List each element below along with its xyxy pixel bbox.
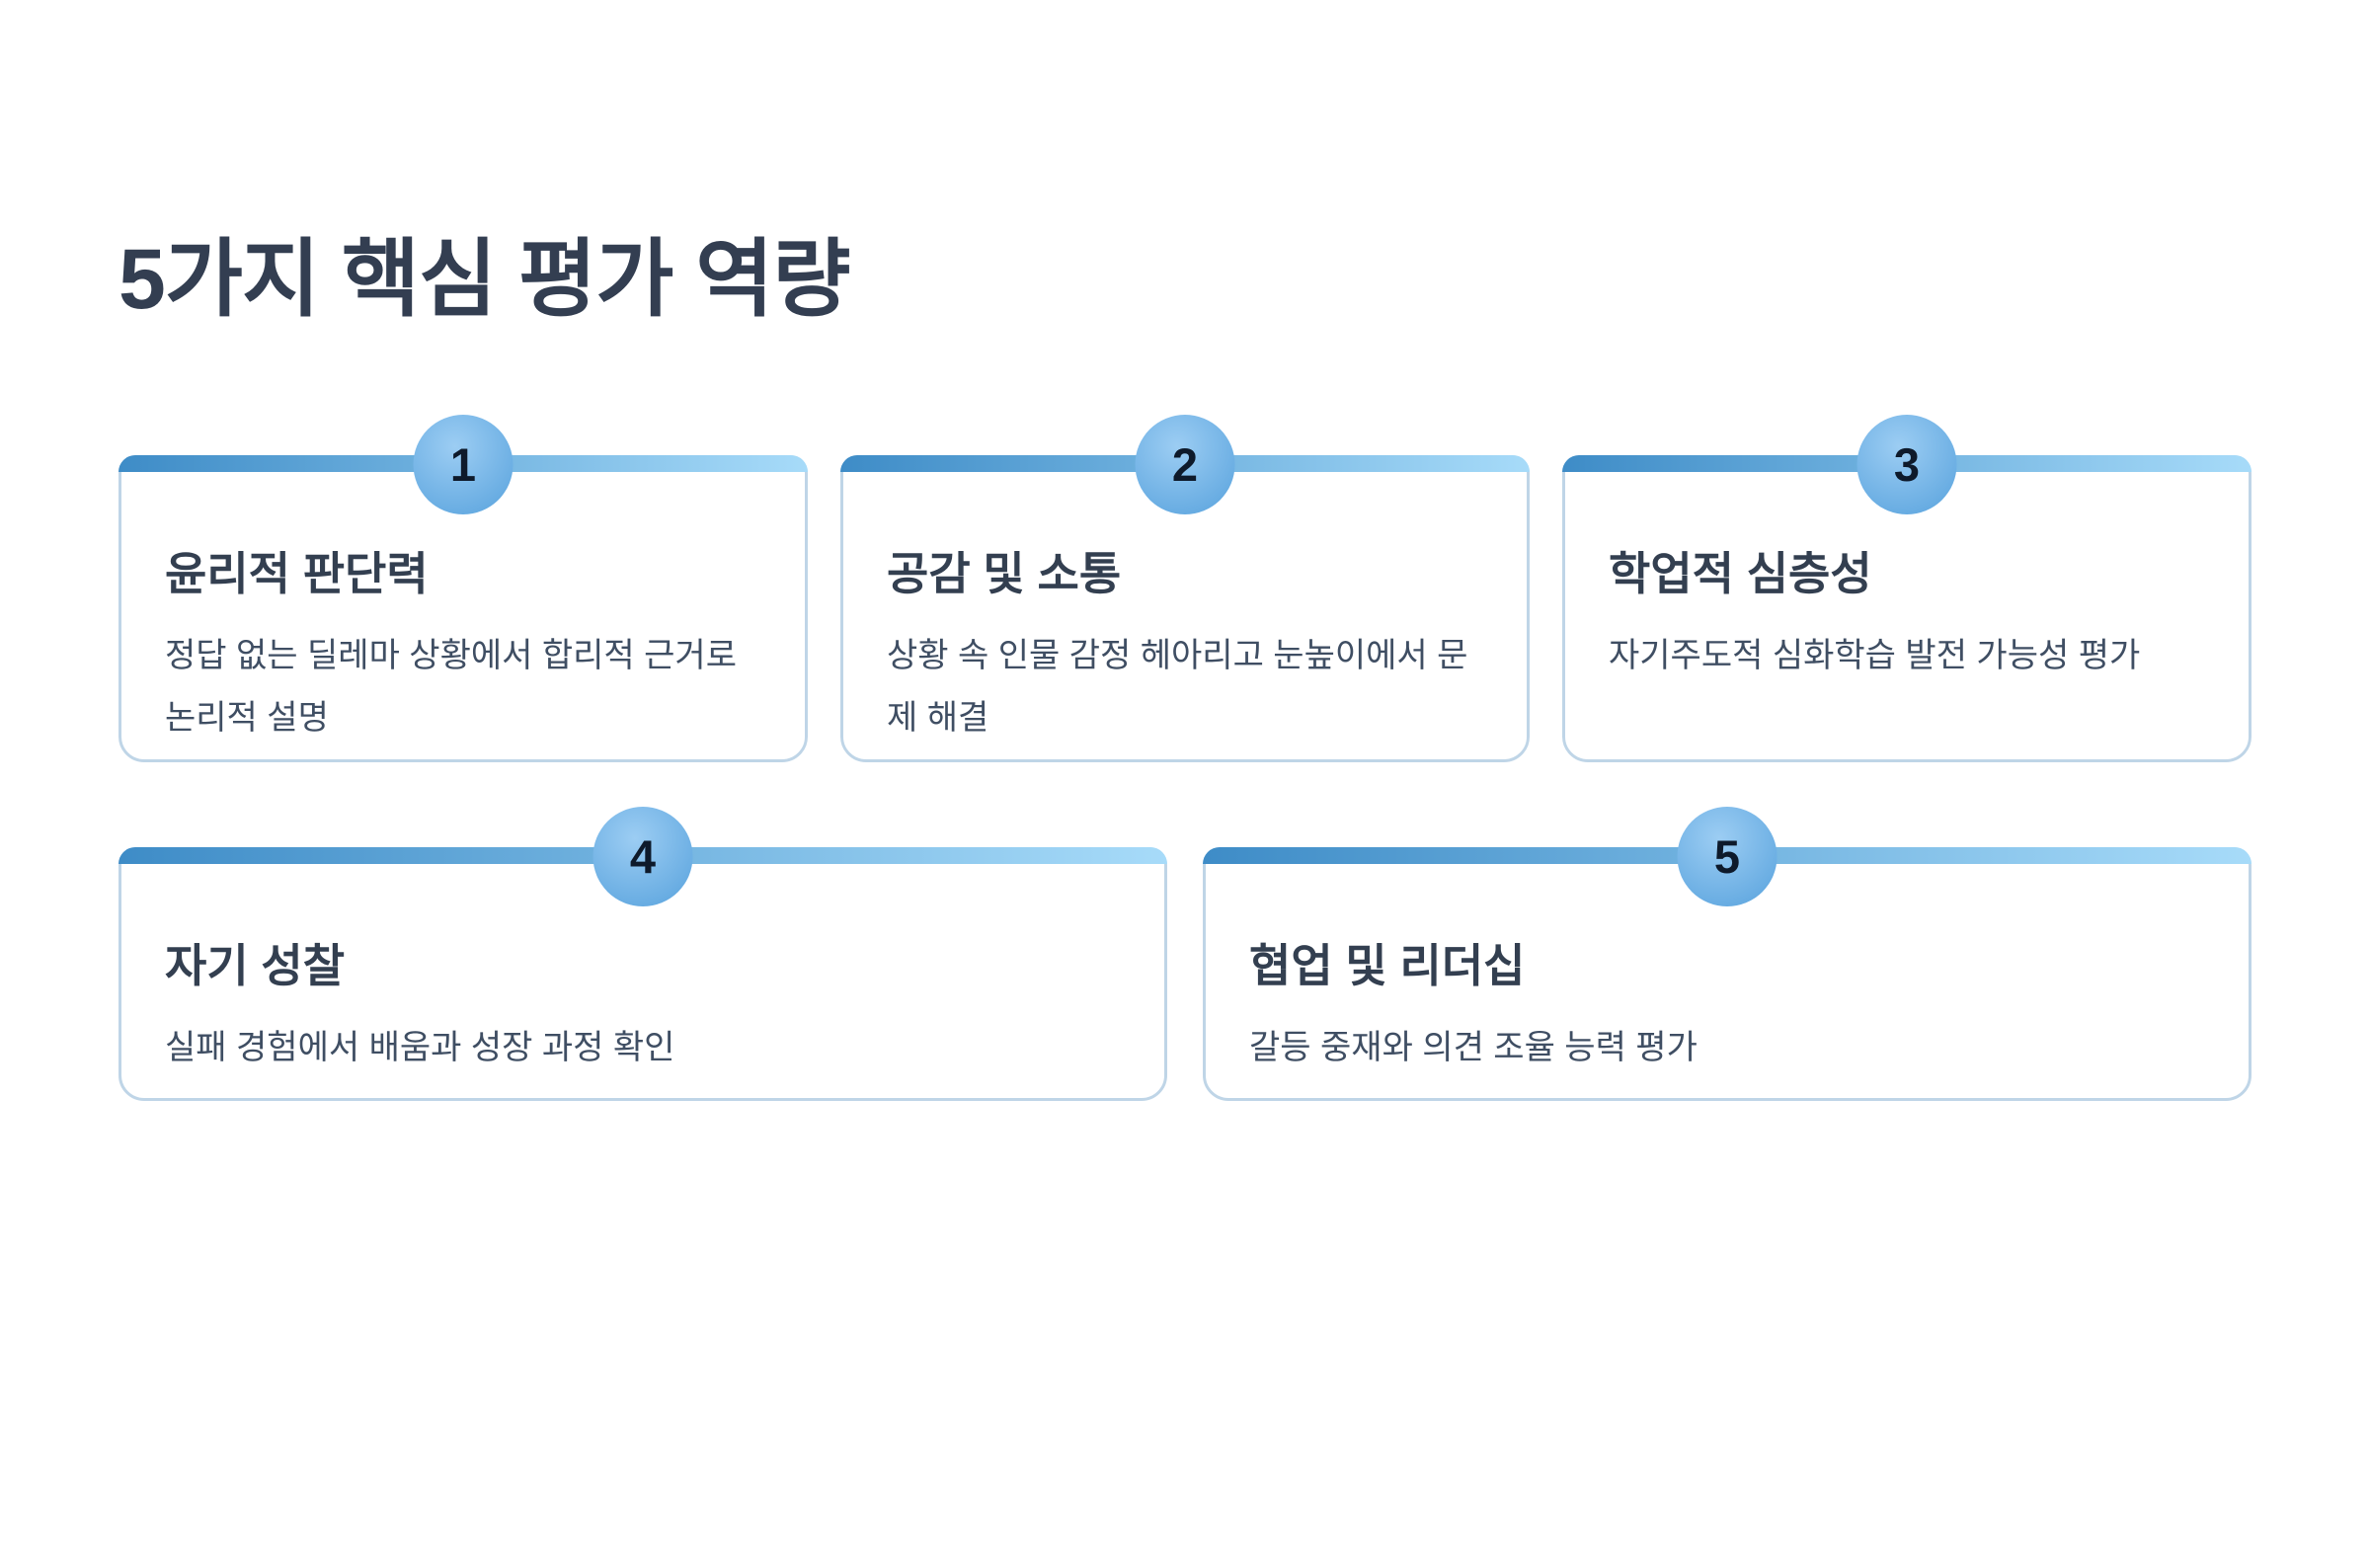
card-description: 자기주도적 심화학습 발전 가능성 평가: [1609, 637, 2141, 675]
badge-number: 4: [629, 830, 657, 884]
cards-row-top: 1 윤리적 판단력 정답 없는 딜레마 상황에서 합리적 근거로 논리적 설명 …: [118, 415, 2252, 763]
card-ethical-judgment: 1 윤리적 판단력 정답 없는 딜레마 상황에서 합리적 근거로 논리적 설명: [118, 415, 808, 763]
number-badge: 4: [592, 807, 693, 907]
card-description: 상황 속 인물 감정 헤아리고 눈높이에서 문제 해결: [887, 637, 1468, 738]
cards-row-bottom: 4 자기 성찰 실패 경험에서 배움과 성장 과정 확인 5 협업 및 리더십 …: [118, 807, 2252, 1102]
card-academic-depth: 3 학업적 심층성 자기주도적 심화학습 발전 가능성 평가: [1562, 415, 2252, 763]
number-badge: 2: [1135, 415, 1235, 515]
number-badge: 1: [413, 415, 514, 515]
badge-number: 5: [1713, 830, 1741, 884]
page-title: 5가지 핵심 평가 역량: [118, 232, 850, 327]
card-title: 협업 및 리더십: [1249, 940, 1526, 992]
card-title: 학업적 심층성: [1609, 548, 1872, 600]
card-title: 공감 및 소통: [887, 548, 1122, 600]
card-title: 윤리적 판단력: [165, 548, 429, 600]
card-empathy-communication: 2 공감 및 소통 상황 속 인물 감정 헤아리고 눈높이에서 문제 해결: [840, 415, 1530, 763]
card-description: 실패 경험에서 배움과 성장 과정 확인: [165, 1029, 675, 1067]
number-badge: 3: [1856, 415, 1957, 515]
badge-number: 2: [1171, 438, 1199, 492]
card-title: 자기 성찰: [165, 940, 346, 992]
badge-number: 1: [449, 438, 477, 492]
card-self-reflection: 4 자기 성찰 실패 경험에서 배움과 성장 과정 확인: [118, 807, 1167, 1102]
slide: 5가지 핵심 평가 역량 1 윤리적 판단력 정답 없는 딜레마 상황에서 합리…: [0, 235, 2370, 1568]
badge-number: 3: [1893, 438, 1921, 492]
number-badge: 5: [1677, 807, 1778, 907]
card-description: 갈등 중재와 의견 조율 능력 평가: [1249, 1029, 1698, 1067]
card-collaboration-leadership: 5 협업 및 리더십 갈등 중재와 의견 조율 능력 평가: [1203, 807, 2252, 1102]
card-description: 정답 없는 딜레마 상황에서 합리적 근거로 논리적 설명: [165, 637, 737, 738]
